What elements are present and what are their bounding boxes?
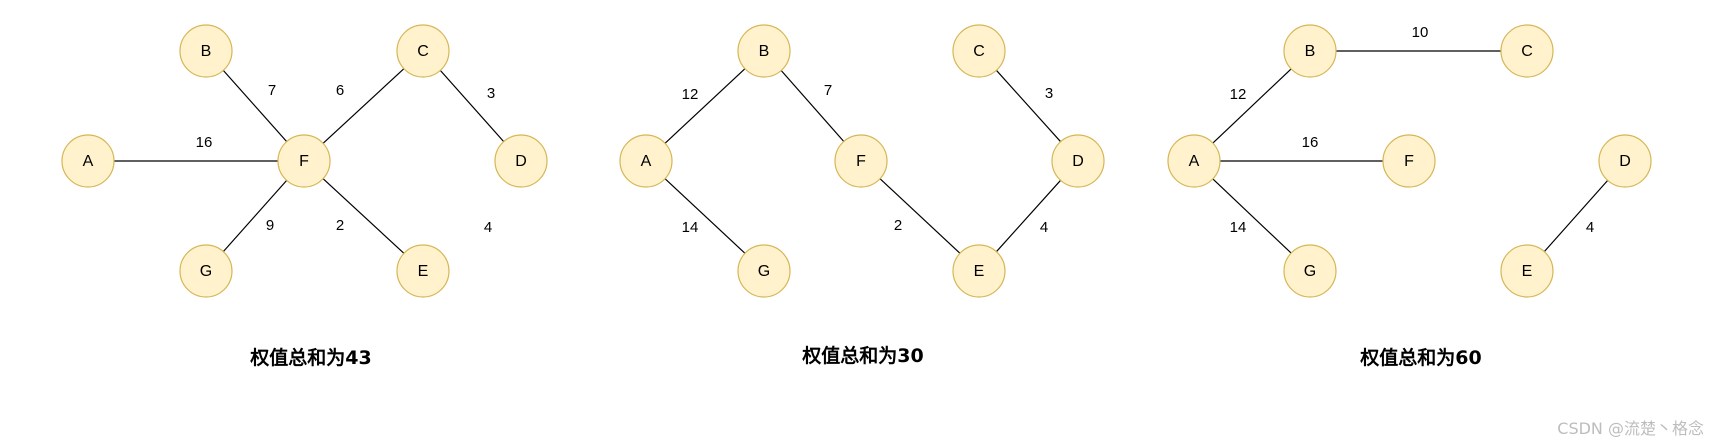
node-label: F [856,153,866,170]
node-label: F [1404,153,1414,170]
node-e [1500,244,1554,298]
node-a [61,134,115,188]
edge-weight-label: 4 [1040,219,1048,236]
edge-weight-label: 14 [1230,219,1247,236]
node-d [1051,134,1105,188]
node-g [179,244,233,298]
edge-C-D [995,69,1062,143]
edge-F-E [879,178,961,254]
caption-graph-2: 权值总和为30 [801,344,923,367]
edge-weight-label: 14 [682,219,699,236]
edge-weight-label: 7 [268,82,276,99]
node-e [952,244,1006,298]
node-label: G [758,263,770,280]
node-f [1382,134,1436,188]
node-d [1598,134,1652,188]
edge-A-B [664,68,746,144]
edge-B-F [222,70,288,142]
node-label: B [759,43,770,60]
node-a [619,134,673,188]
edge-C-F [322,68,405,144]
node-f [834,134,888,188]
node-e [396,244,450,298]
edge-weight-label: 12 [682,86,699,103]
edge-weight-label: 12 [1230,86,1247,103]
edge-weight-label: 10 [1412,24,1429,41]
node-b [1283,24,1337,78]
node-f [277,134,331,188]
node-label: E [418,263,429,280]
node-a [1167,134,1221,188]
edge-weight-label: 9 [266,217,274,234]
graph-2: 12 7 3 14 2 4 A B C D E F G [619,24,1105,298]
edge-weight-label: 16 [1302,134,1319,151]
node-c [952,24,1006,78]
caption-graph-1: 权值总和为43 [249,346,371,369]
edge-A-G [664,178,746,254]
node-d [494,134,548,188]
edge-D-E [1543,180,1609,252]
edge-weight-label: 7 [824,82,832,99]
node-g [1283,244,1337,298]
edge-weight-label: 6 [336,82,344,99]
edge-E-D [995,179,1062,253]
caption-graph-3: 权值总和为60 [1359,346,1481,369]
edge-weight-label: 3 [487,85,495,102]
graph-1: 7 6 3 16 9 2 4 A B C D E F G [61,24,548,298]
edge-weight-label: 16 [196,134,213,151]
node-b [737,24,791,78]
edge-G-F [222,180,288,252]
node-label: A [1189,153,1200,170]
node-label: G [200,263,212,280]
edge-weight-label: 2 [336,217,344,234]
node-label: E [974,263,985,280]
edge-weight-label: 4 [484,219,492,236]
node-label: C [417,43,429,60]
edge-weight-label: 3 [1045,85,1053,102]
edge-A-B [1212,68,1292,144]
watermark-text: CSDN @流楚丶格念 [1557,419,1704,438]
edge-B-F [780,70,845,142]
node-g [737,244,791,298]
node-b [179,24,233,78]
node-label: E [1522,263,1533,280]
node-label: A [641,153,652,170]
edge-weight-label: 4 [1586,219,1594,236]
node-label: F [299,153,309,170]
node-label: D [1619,153,1631,170]
node-label: D [1072,153,1084,170]
node-c [1500,24,1554,78]
graph-3: 10 12 16 14 4 A B C D E F G [1167,24,1652,298]
node-label: G [1304,263,1316,280]
edge-F-E [322,178,405,254]
edge-A-G [1212,178,1292,254]
node-label: B [201,43,212,60]
node-label: C [1521,43,1533,60]
node-label: B [1305,43,1316,60]
node-c [396,24,450,78]
edge-weight-label: 2 [894,217,902,234]
node-label: A [83,153,94,170]
node-label: D [515,153,527,170]
edge-C-D [439,70,505,142]
node-label: C [973,43,985,60]
